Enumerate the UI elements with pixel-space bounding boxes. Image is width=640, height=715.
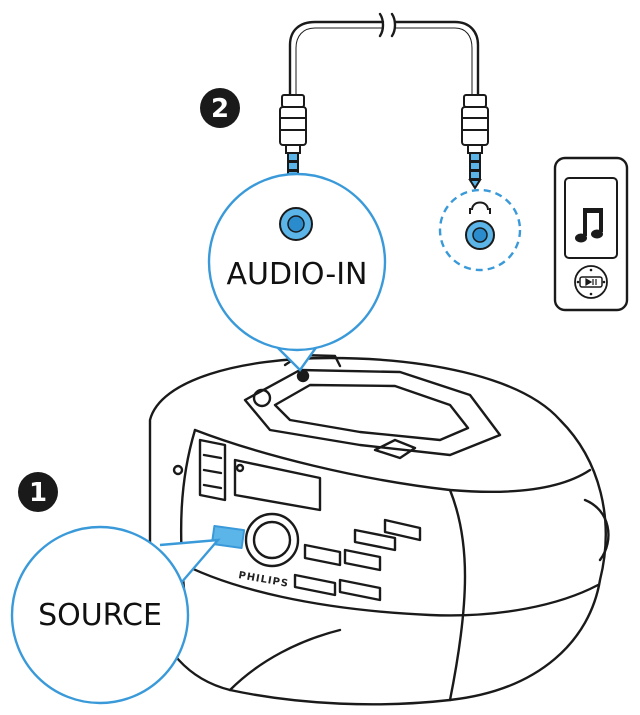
source-label: SOURCE: [38, 598, 162, 633]
cable-break: [378, 12, 397, 38]
cd-lid-latch: [373, 438, 417, 460]
audio-in-callout: AUDIO-IN: [207, 172, 387, 372]
boombox-aux-socket: [296, 369, 310, 383]
control-button: [293, 573, 337, 597]
player-screen: [564, 177, 618, 259]
audio-in-socket-hole: [287, 215, 305, 233]
left-control-panel: [198, 438, 227, 502]
audio-in-magnifier: [207, 172, 387, 352]
source-callout: SOURCE: [10, 525, 221, 705]
boombox-front-edge: [193, 428, 592, 494]
cable-right: [393, 20, 480, 97]
display-window: [233, 458, 322, 512]
boombox: [148, 353, 610, 706]
cable-left-inner: [295, 27, 384, 96]
step-number-2: 2: [211, 94, 229, 124]
source-button-highlight: [210, 524, 246, 550]
source-magnifier: [10, 525, 190, 705]
music-note-icon: [575, 208, 603, 243]
headphone-socket-hole: [472, 227, 488, 243]
panel-slot: [202, 453, 223, 460]
boombox-bottom-curve: [228, 628, 342, 692]
boombox-right-panel: [448, 488, 467, 702]
control-button: [343, 548, 382, 572]
cable-left: [288, 20, 385, 97]
headphone-icon: [469, 201, 491, 214]
display-indicator: [235, 463, 245, 473]
control-button: [353, 528, 397, 552]
boombox-handle: [583, 498, 610, 562]
control-button: [303, 543, 342, 567]
boombox-top-button: [252, 388, 272, 408]
panel-slot: [202, 468, 223, 475]
control-button: [383, 518, 422, 542]
side-jack: [172, 464, 184, 476]
boombox-lower-edge: [173, 558, 600, 617]
panel-slot: [202, 483, 223, 490]
cd-lid: [243, 368, 502, 457]
step-badge-2: 2: [200, 88, 240, 128]
right-plug: [461, 94, 489, 190]
boombox-body: [148, 356, 607, 706]
headphone-callout: [438, 188, 522, 272]
cable-right-inner: [394, 27, 473, 96]
step-number-1: 1: [29, 478, 47, 508]
volume-knob-inner: [252, 520, 292, 560]
audio-in-label: AUDIO-IN: [227, 257, 368, 292]
control-button: [338, 578, 382, 602]
cd-lid-inner: [273, 383, 470, 442]
step-badge-1: 1: [18, 472, 58, 512]
audio-cable: [288, 12, 480, 97]
media-player: [553, 156, 629, 312]
